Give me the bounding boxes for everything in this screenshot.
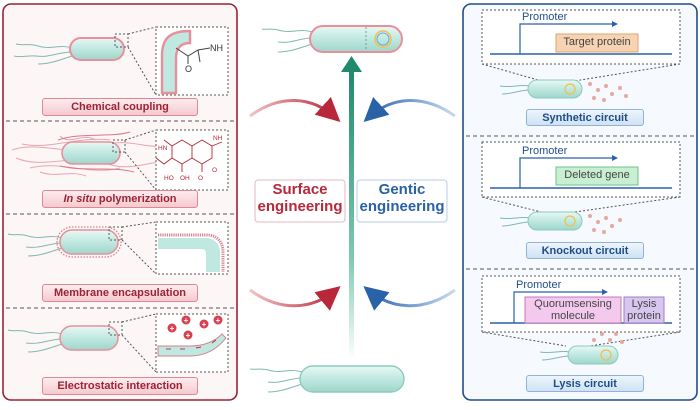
synthetic-circuit-label: Synthetic circuit bbox=[526, 109, 644, 126]
positive-charge-label: + bbox=[184, 316, 189, 325]
released-content-dots bbox=[592, 332, 624, 344]
genetic-label-line2: engineering bbox=[359, 197, 445, 215]
target-protein-gene bbox=[555, 33, 639, 53]
membrane-encapsulation-label: Membrane encapsulation bbox=[42, 284, 198, 302]
zoom-box-large bbox=[155, 129, 229, 191]
knockout-circuit-illustration bbox=[481, 141, 681, 234]
membrane-encapsulation-illustration bbox=[7, 221, 229, 275]
target-protein-label: Target protein bbox=[563, 36, 631, 48]
poly-label-hn: HN bbox=[158, 145, 168, 152]
surface-label-line1: Surface bbox=[272, 181, 328, 198]
positive-charge-label: + bbox=[202, 320, 207, 329]
genetic-label-line1: Gentic bbox=[378, 181, 426, 198]
knockout-circuit-label: Knockout circuit bbox=[526, 242, 644, 259]
membrane-closeup bbox=[160, 29, 192, 95]
genetic-arrow-bottom bbox=[363, 286, 456, 311]
promoter-arrow bbox=[519, 157, 616, 188]
lysis-circuit-illustration bbox=[481, 275, 681, 365]
promoter-label-1: Promoter bbox=[522, 11, 568, 23]
bacterium-flagella bbox=[13, 43, 73, 65]
promoter-label-2: Promoter bbox=[522, 145, 568, 157]
chemical-coupling-label: Chemical coupling bbox=[42, 98, 198, 116]
zoom-box-small bbox=[108, 226, 123, 241]
bacterium-cell bbox=[59, 325, 119, 351]
negative-charges bbox=[166, 339, 217, 350]
promoter-arrow bbox=[519, 23, 616, 54]
genetic-arrow-top bbox=[363, 96, 456, 123]
encapsulating-membrane bbox=[56, 226, 122, 258]
plasmid-icon bbox=[564, 83, 576, 95]
bacterium-flagella bbox=[249, 368, 303, 393]
plasmid-icon bbox=[376, 32, 390, 46]
promoter-label-3: Promoter bbox=[516, 279, 562, 291]
polymer-structure bbox=[155, 139, 223, 172]
deleted-gene bbox=[555, 166, 639, 186]
positive-charge-label: + bbox=[170, 324, 175, 333]
lysis-protein-label: Lysis protein bbox=[624, 298, 664, 322]
poly-label-oh: OH bbox=[180, 175, 190, 182]
plasmid-icon bbox=[600, 349, 612, 361]
center-bottom-bacterium bbox=[249, 365, 405, 393]
bacterium-cell bbox=[527, 211, 583, 231]
zoom-box-small bbox=[108, 321, 123, 336]
poly-label-ho: HO bbox=[164, 175, 174, 182]
in-situ-polymerization-label: In situ polymerization bbox=[42, 190, 198, 208]
surface-engineering-box bbox=[254, 179, 346, 223]
electrostatic-illustration: + + + + + bbox=[7, 313, 229, 373]
bacterium-cell bbox=[69, 37, 125, 61]
surface-label-line2: engineering bbox=[257, 197, 343, 215]
poly-label-nh: NH bbox=[213, 135, 223, 142]
chem-o-label: O bbox=[185, 64, 192, 74]
lysis-circuit-label: Lysis circuit bbox=[526, 375, 644, 392]
lysis-protein-gene bbox=[623, 296, 665, 324]
quorumsensing-line1: Quorumsensing bbox=[534, 298, 612, 310]
engineered-bacterium bbox=[309, 25, 403, 53]
positive-charge-label: + bbox=[216, 316, 221, 325]
secreted-protein-dots bbox=[588, 82, 628, 102]
bacterium-flagella bbox=[261, 28, 313, 53]
plasmid-icon bbox=[564, 215, 576, 227]
poly-label-o2: O bbox=[212, 167, 217, 174]
surface-arrow-bottom bbox=[249, 286, 341, 311]
polymerization-text: polymerization bbox=[95, 193, 177, 205]
surface-arrow-top bbox=[249, 96, 341, 123]
positive-charges: + + + + + bbox=[167, 315, 223, 340]
surface-engineering-label: Surface engineering bbox=[255, 181, 345, 215]
native-bacterium bbox=[299, 365, 405, 393]
chemical-coupling-illustration: NH O bbox=[13, 26, 229, 96]
poly-label-o1: O bbox=[198, 175, 203, 182]
lysis-protein-line1: Lysis bbox=[631, 298, 657, 310]
upward-arrow-head bbox=[341, 56, 362, 72]
genetic-engineering-box bbox=[356, 179, 448, 223]
lysis-protein-line2: protein bbox=[627, 309, 661, 322]
chem-nh-label: NH bbox=[210, 43, 223, 53]
bacterium-cell bbox=[61, 141, 121, 165]
zoom-box-small bbox=[112, 139, 126, 153]
plasmid-icon bbox=[374, 30, 392, 48]
promoter-arrow bbox=[513, 291, 606, 323]
quorumsensing-label: Quorumsensing molecule bbox=[525, 298, 621, 322]
bacterium-cell bbox=[527, 79, 583, 99]
bacterium-flagella bbox=[7, 329, 63, 353]
secreted-protein-dots bbox=[588, 214, 622, 234]
membrane-closeup bbox=[157, 333, 227, 357]
quorumsensing-line2: molecule bbox=[550, 309, 596, 322]
zoom-box-small bbox=[114, 33, 129, 48]
polymerization-illustration: HN NH HO OH O O bbox=[11, 129, 229, 191]
synthetic-circuit-illustration bbox=[481, 9, 681, 102]
deleted-gene-label: Deleted gene bbox=[564, 169, 630, 181]
positive-charge-label: + bbox=[186, 331, 191, 340]
electrostatic-interaction-label: Electrostatic interaction bbox=[42, 377, 198, 395]
quorumsensing-gene bbox=[524, 296, 622, 324]
amide-structure bbox=[175, 47, 211, 64]
membrane-layer bbox=[158, 233, 225, 272]
center-top-bacterium bbox=[261, 25, 403, 53]
bacterium-flagella bbox=[7, 233, 63, 257]
in-situ-italic: In situ bbox=[63, 193, 96, 205]
membrane-closeup bbox=[158, 238, 220, 272]
bacterium-cell bbox=[59, 229, 119, 255]
genetic-engineering-label: Gentic engineering bbox=[357, 181, 447, 215]
upward-arrow-shaft bbox=[349, 70, 354, 360]
